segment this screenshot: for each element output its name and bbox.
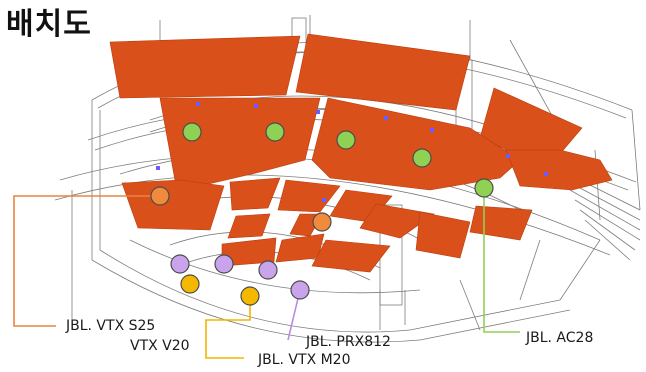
upper-seating-right [311, 97, 521, 191]
label-vtx-s25: JBL. VTX S25 [66, 318, 156, 334]
ac28-speaker-icon [265, 122, 285, 142]
ac28-speaker-icon [336, 130, 356, 150]
vtx-s25-speaker-icon [312, 212, 332, 232]
upper-seating-left [159, 97, 321, 187]
prx812-speaker-icon [290, 280, 310, 300]
lower-center-panel-1 [229, 177, 281, 211]
balcony-panel-2 [295, 33, 471, 111]
vtx-v20-speaker-icon [180, 274, 200, 294]
label-vtx-m20: JBL. VTX M20 [258, 352, 351, 368]
seating-panels [109, 33, 613, 273]
speakers-prx812 [170, 254, 310, 300]
vtx-s25-speaker-icon [150, 186, 170, 206]
label-ac28: JBL. AC28 [526, 330, 594, 346]
vtx-v20-speaker-icon [240, 286, 260, 306]
prx812-speaker-icon [214, 254, 234, 274]
right-floor-panel-2 [469, 205, 533, 241]
leader-vtx-s25 [13, 195, 160, 327]
speakers-vtx-s25 [150, 186, 332, 232]
lower-center-panel-3 [277, 179, 341, 213]
leader-vtx-v20 [205, 296, 251, 359]
label-vtx-v20: VTX V20 [130, 338, 190, 354]
speakers-vtx-v20 [180, 274, 260, 306]
leader-ac28 [483, 188, 520, 333]
prx812-speaker-icon [258, 260, 278, 280]
lower-center-panel-2 [227, 213, 271, 239]
right-floor-panel [415, 211, 471, 259]
lower-left-panel [121, 179, 225, 231]
prx812-speaker-icon [170, 254, 190, 274]
lower-right-panel-4 [311, 239, 391, 273]
lower-right-panel-2 [359, 203, 435, 239]
ac28-speaker-icon [412, 148, 432, 168]
ac28-speaker-icon [182, 122, 202, 142]
page-title: 배치도 [6, 7, 92, 42]
side-seating-right [505, 149, 613, 191]
label-prx812: JBL. PRX812 [306, 334, 391, 350]
ac28-speaker-icon [474, 178, 494, 198]
marker-points [156, 102, 548, 202]
speakers-ac28 [182, 122, 494, 198]
balcony-panel-1 [109, 35, 301, 99]
